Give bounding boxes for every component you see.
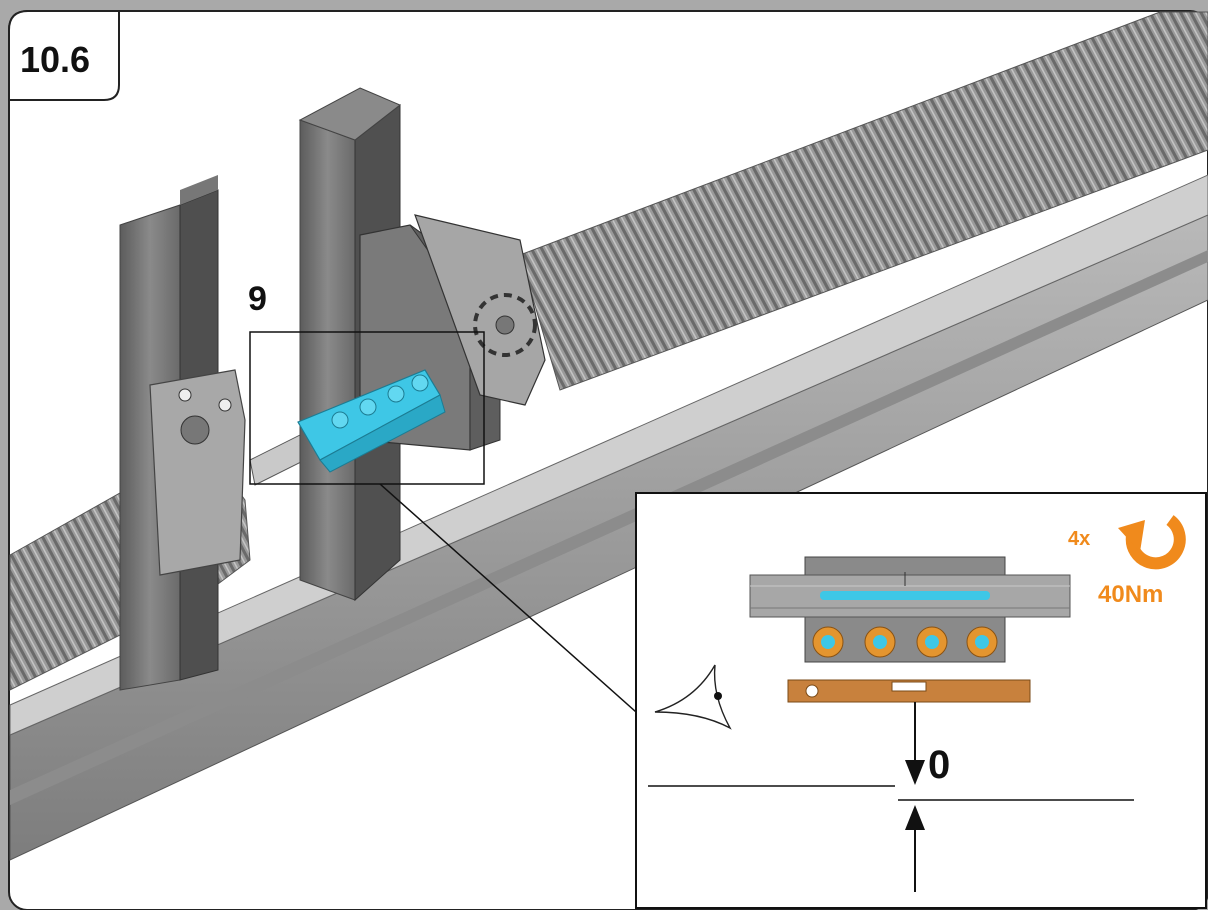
coupler-top-view (749, 556, 1071, 663)
gap-value: 0 (928, 743, 950, 787)
torque-value: 40Nm (1098, 581, 1163, 608)
right-torsion-spring (519, 11, 1208, 391)
gap-indicator (648, 702, 1134, 892)
spirit-level (787, 679, 1031, 703)
shaft-coupler (297, 369, 446, 473)
callout-box (249, 331, 485, 485)
callout-number: 9 (248, 280, 267, 318)
bolt-heads (812, 626, 998, 658)
step-number-tab (8, 10, 120, 101)
rotate-arrow-icon (1118, 515, 1186, 570)
repeat-count: 4x (1068, 528, 1090, 550)
callout-leader-line (379, 483, 637, 713)
detail-inset (635, 492, 1207, 909)
step-number: 10.6 (20, 39, 90, 80)
rail-beam (9, 174, 1208, 861)
left-bearing-bracket (149, 369, 246, 576)
eye-icon (654, 664, 732, 730)
